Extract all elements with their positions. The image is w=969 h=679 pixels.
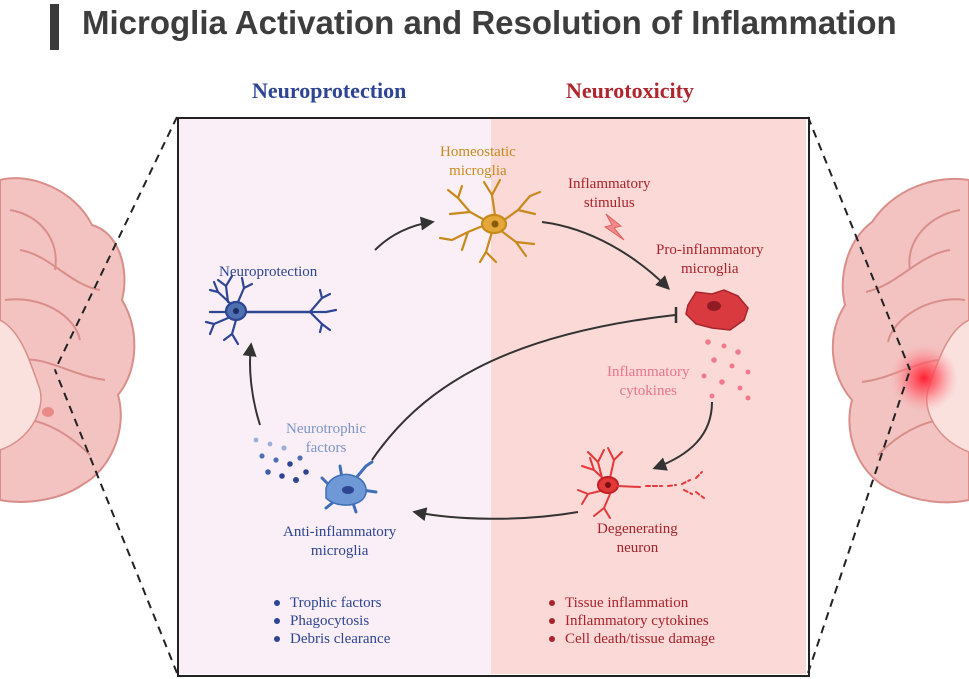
neurotrophic-dots — [253, 437, 309, 483]
arrow-to-anti-inflammatory — [412, 507, 579, 522]
inhibition-line — [371, 314, 676, 461]
bullet-dot-icon — [274, 600, 280, 606]
neurotoxicity-bullets: Tissue inflammation Inflammatory cytokin… — [547, 594, 715, 648]
lightning-icon — [603, 213, 625, 241]
degenerating-label: Degenerating neuron — [597, 520, 678, 558]
neuroprotection-label: Neuroprotection — [219, 264, 318, 280]
anti-inflammatory-label: Anti-inflammatory microglia — [283, 523, 396, 561]
bullet-item: Cell death/tissue damage — [547, 630, 715, 648]
page-title: Microglia Activation and Resolution of I… — [82, 4, 897, 41]
header-neurotoxicity: Neurotoxicity — [566, 78, 694, 103]
header-neuroprotection: Neuroprotection — [252, 78, 407, 103]
pro-inflammatory-label-line1: Pro-inflammatory — [656, 242, 764, 258]
degenerating-neuron-icon — [577, 447, 705, 519]
bullet-item: Phagocytosis — [272, 612, 390, 630]
homeostatic-label-line2: microglia — [449, 163, 507, 179]
bullet-text: Debris clearance — [290, 631, 391, 647]
degenerating-label-line1: Degenerating — [597, 521, 678, 537]
bullet-dot-icon — [549, 600, 555, 606]
anti-inflammatory-label-line1: Anti-inflammatory — [283, 524, 397, 540]
neurotrophic-label-line2: factors — [305, 440, 347, 456]
bullet-item: Trophic factors — [272, 594, 390, 612]
bullet-dot-icon — [274, 618, 280, 624]
stimulus-label: Inflammatory stimulus — [568, 175, 650, 213]
bullet-text: Tissue inflammation — [565, 595, 689, 611]
anti-inflammatory-microglia-icon — [320, 460, 378, 514]
anti-inflammatory-label-line2: microglia — [310, 543, 369, 559]
diagram-frame — [177, 117, 810, 677]
homeostatic-label: Homeostatic microglia — [440, 143, 516, 181]
zoom-lines — [54, 116, 911, 674]
stimulus-label-line2: stimulus — [583, 195, 635, 211]
homeostatic-label-line1: Homeostatic — [440, 144, 516, 160]
neurotrophic-label: Neurotrophic factors — [286, 420, 366, 458]
cytokines-label: Inflammatory cytokines — [607, 363, 689, 401]
pro-inflammatory-label: Pro-inflammatory microglia — [656, 241, 763, 279]
brain-left-icon — [0, 177, 136, 503]
neurotrophic-label-line1: Neurotrophic — [286, 421, 366, 437]
cycle-arrows — [242, 216, 713, 522]
bullet-text: Inflammatory cytokines — [565, 613, 709, 629]
homeostatic-microglia-icon — [438, 178, 542, 264]
arrow-to-degenerating — [652, 401, 713, 471]
stimulus-label-line1: Inflammatory — [568, 176, 651, 192]
brain-right-icon — [831, 178, 969, 504]
bullet-text: Trophic factors — [290, 595, 382, 611]
pro-inflammatory-label-line2: microglia — [681, 261, 739, 277]
bullet-dot-icon — [549, 636, 555, 642]
bullet-item: Debris clearance — [272, 630, 390, 648]
bullet-item: Inflammatory cytokines — [547, 612, 715, 630]
bullet-text: Cell death/tissue damage — [565, 631, 715, 647]
bullet-dot-icon — [549, 618, 555, 624]
arrow-to-homeostatic — [374, 216, 435, 251]
bullet-dot-icon — [274, 636, 280, 642]
neurotoxicity-panel — [491, 118, 806, 674]
pro-inflammatory-microglia-icon — [685, 289, 749, 331]
cytokines-label-line1: Inflammatory — [607, 364, 690, 380]
neuroprotection-bullets: Trophic factors Phagocytosis Debris clea… — [272, 594, 390, 648]
healthy-neuron-icon — [204, 274, 338, 346]
bullet-text: Phagocytosis — [290, 613, 370, 629]
title-accent-bar — [50, 4, 59, 50]
neuroprotection-panel — [178, 118, 491, 674]
arrow-to-neuroprotection — [242, 342, 261, 426]
degenerating-label-line2: neuron — [616, 540, 659, 556]
cytokine-dots — [701, 339, 751, 401]
bullet-item: Tissue inflammation — [547, 594, 715, 612]
arrow-to-pro-inflammatory — [541, 221, 670, 290]
cytokines-label-line2: cytokines — [619, 383, 677, 399]
